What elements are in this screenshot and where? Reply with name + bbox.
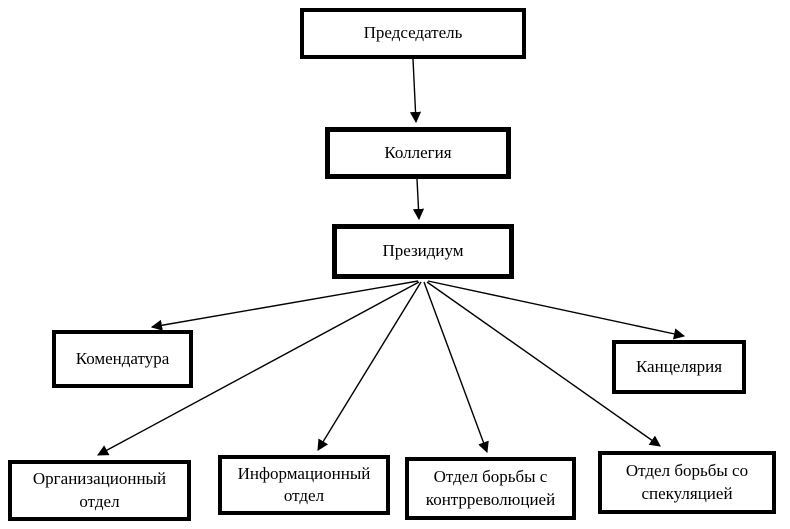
- node-speculation-label: Отдел борьбы со спекуляцией: [625, 461, 749, 503]
- node-inform-otdel: Информационный отдел: [218, 455, 390, 515]
- node-counter-rev: Отдел борьбы с контрреволюцией: [405, 457, 576, 520]
- arrow-collegium-presidium: [412, 178, 425, 221]
- node-org-otdel-label: Организационный отдел: [32, 469, 167, 511]
- node-komendatura: Комендатура: [52, 330, 193, 388]
- node-kancelyariya: Канцелярия: [612, 340, 746, 394]
- node-collegium-label: Коллегия: [384, 142, 452, 162]
- node-chairman: Председатель: [300, 8, 526, 59]
- node-komendatura-label: Комендатура: [75, 348, 170, 368]
- node-org-otdel: Организационный отдел: [8, 460, 191, 521]
- arrow-chairman-collegium: [409, 58, 422, 124]
- node-presidium-label: Президиум: [382, 241, 464, 261]
- node-collegium: Коллегия: [325, 127, 511, 179]
- arrow-presidium-counter-rev: [423, 281, 489, 454]
- node-speculation: Отдел борьбы со спекуляцией: [598, 451, 776, 514]
- node-inform-otdel-label: Информационный отдел: [237, 463, 371, 505]
- arrow-presidium-inform-otdel: [317, 281, 422, 451]
- node-chairman-label: Председатель: [363, 23, 463, 43]
- node-presidium: Президиум: [332, 224, 514, 279]
- arrow-presidium-komendatura: [150, 280, 419, 331]
- node-kancelyariya-label: Канцелярия: [635, 356, 723, 376]
- arrow-presidium-kancelyariya: [427, 280, 686, 340]
- node-counter-rev-label: Отдел борьбы с контрреволюцией: [425, 467, 556, 509]
